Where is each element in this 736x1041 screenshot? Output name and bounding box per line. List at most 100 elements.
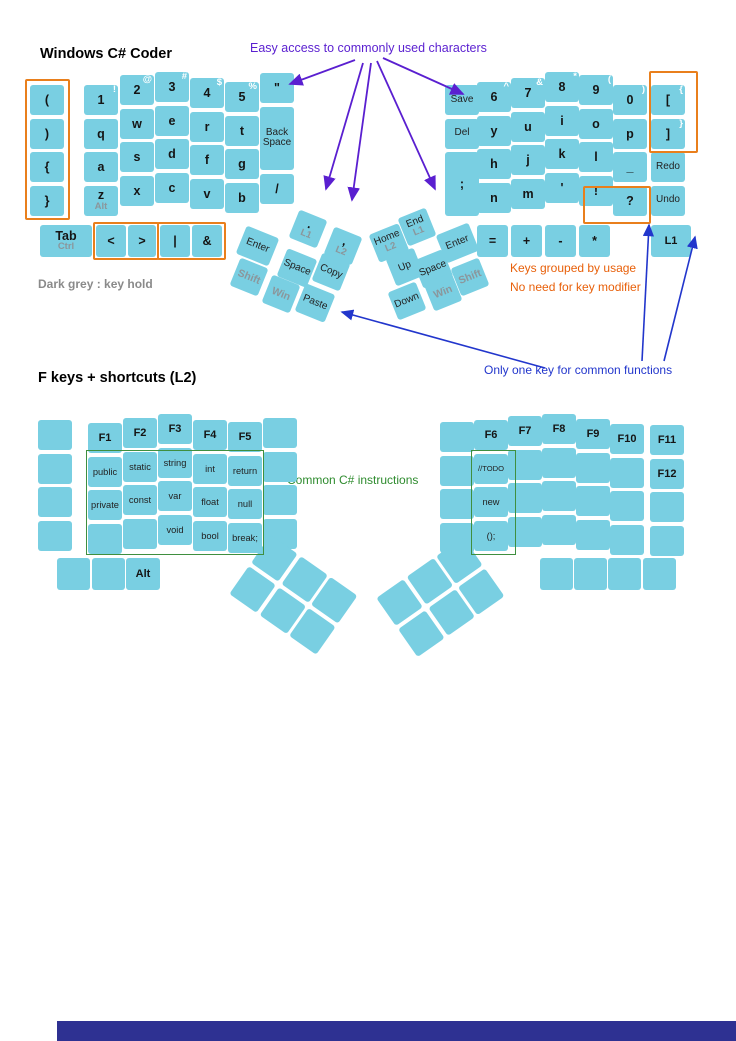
key-t[interactable]: t <box>225 115 259 146</box>
key-return[interactable]: return <box>228 455 262 486</box>
blank-key[interactable] <box>123 518 157 549</box>
key-save[interactable]: Save <box>445 85 479 115</box>
blank-key[interactable] <box>574 558 607 590</box>
blank-key[interactable] <box>643 558 676 590</box>
blank-key[interactable] <box>508 483 542 513</box>
key-open-bracket[interactable]: {[ <box>651 84 685 115</box>
key-paste[interactable]: Paste <box>294 283 336 323</box>
blank-key[interactable] <box>263 451 297 482</box>
key-f6[interactable]: F6 <box>474 420 508 450</box>
blank-key[interactable] <box>576 486 610 516</box>
blank-key[interactable] <box>92 558 125 590</box>
key-f1[interactable]: F1 <box>88 423 122 453</box>
key-w[interactable]: w <box>120 108 154 139</box>
key-down[interactable]: Down <box>387 281 427 321</box>
blank-key[interactable] <box>542 514 576 545</box>
key-exclamation[interactable]: ! <box>579 175 613 206</box>
key-slash[interactable]: / <box>260 173 294 204</box>
blank-key[interactable] <box>650 525 684 556</box>
key-y[interactable]: y <box>477 115 511 146</box>
key-break[interactable]: break; <box>228 522 262 553</box>
key-m[interactable]: m <box>511 178 545 209</box>
key-f7[interactable]: F7 <box>508 416 542 446</box>
key-3[interactable]: #3 <box>155 71 189 102</box>
blank-key[interactable] <box>650 492 684 522</box>
blank-key[interactable] <box>263 418 297 448</box>
key-a[interactable]: a <box>84 152 118 182</box>
blank-key[interactable] <box>542 481 576 511</box>
key-asterisk[interactable]: * <box>579 225 610 257</box>
key-private[interactable]: private <box>88 490 122 520</box>
key-f2[interactable]: F2 <box>123 418 157 448</box>
key-f8[interactable]: F8 <box>542 414 576 444</box>
key-new[interactable]: new <box>474 487 508 517</box>
key-string[interactable]: string <box>158 447 192 478</box>
key-close-paren[interactable]: ) <box>30 118 64 149</box>
blank-key[interactable] <box>610 457 644 488</box>
key-close-bracket[interactable]: }] <box>651 118 685 149</box>
blank-key[interactable] <box>576 452 610 483</box>
blank-key[interactable] <box>88 523 122 554</box>
key-f4[interactable]: F4 <box>193 420 227 450</box>
key-parens-semicolon[interactable]: (); <box>474 520 508 551</box>
key-x[interactable]: x <box>120 175 154 206</box>
key-open-brace[interactable]: { <box>30 152 64 182</box>
key-todo-comment[interactable]: //TODO <box>474 453 508 484</box>
key-pipe[interactable]: | <box>160 225 190 257</box>
key-l[interactable]: l <box>579 142 613 172</box>
key-s[interactable]: s <box>120 142 154 172</box>
key-f11[interactable]: F11 <box>650 425 684 455</box>
key-j[interactable]: j <box>511 145 545 175</box>
key-e[interactable]: e <box>155 105 189 136</box>
key-b[interactable]: b <box>225 182 259 213</box>
key-r[interactable]: r <box>190 111 224 142</box>
key-f[interactable]: f <box>190 145 224 175</box>
key-g[interactable]: g <box>225 149 259 179</box>
blank-key[interactable] <box>440 455 474 486</box>
key-u[interactable]: u <box>511 111 545 142</box>
key-9[interactable]: (9 <box>579 74 613 105</box>
key-question[interactable]: ? <box>613 185 647 216</box>
key-semicolon[interactable]: ; <box>445 152 479 216</box>
key-f12[interactable]: F12 <box>650 458 684 489</box>
key-backspace[interactable]: Back Space <box>260 106 294 170</box>
key-bool[interactable]: bool <box>193 520 227 551</box>
key-n[interactable]: n <box>477 182 511 213</box>
key-del[interactable]: Del <box>445 118 479 149</box>
key-0[interactable]: )0 <box>613 84 647 115</box>
blank-key[interactable] <box>38 453 72 484</box>
blank-key[interactable] <box>576 519 610 550</box>
key-redo[interactable]: Redo <box>651 152 685 182</box>
key-open-paren[interactable]: ( <box>30 85 64 115</box>
key-f9[interactable]: F9 <box>576 419 610 449</box>
key-undo[interactable]: Undo <box>651 185 685 216</box>
key-plus[interactable]: + <box>511 225 542 257</box>
key-greater-than[interactable]: > <box>128 225 156 257</box>
blank-key[interactable] <box>540 558 573 590</box>
key-q[interactable]: q <box>84 118 118 149</box>
blank-key[interactable] <box>542 447 576 478</box>
key-close-brace[interactable]: } <box>30 185 64 216</box>
key-void[interactable]: void <box>158 514 192 545</box>
key-f10[interactable]: F10 <box>610 424 644 454</box>
key-i[interactable]: i <box>545 105 579 136</box>
key-6[interactable]: ^6 <box>477 81 511 112</box>
blank-key[interactable] <box>263 485 297 515</box>
key-period[interactable]: .L1 <box>288 209 328 249</box>
key-float[interactable]: float <box>193 487 227 517</box>
key-d[interactable]: d <box>155 139 189 169</box>
key-const[interactable]: const <box>123 485 157 515</box>
key-double-quote[interactable]: " <box>260 73 294 103</box>
key-7[interactable]: &7 <box>511 77 545 108</box>
key-v[interactable]: v <box>190 178 224 209</box>
key-k[interactable]: k <box>545 139 579 169</box>
key-ampersand[interactable]: & <box>192 225 222 257</box>
blank-key[interactable] <box>440 422 474 452</box>
key-1[interactable]: !1 <box>84 84 118 115</box>
blank-key[interactable] <box>38 487 72 517</box>
key-f3[interactable]: F3 <box>158 414 192 444</box>
blank-key[interactable] <box>610 491 644 521</box>
key-c[interactable]: c <box>155 172 189 203</box>
